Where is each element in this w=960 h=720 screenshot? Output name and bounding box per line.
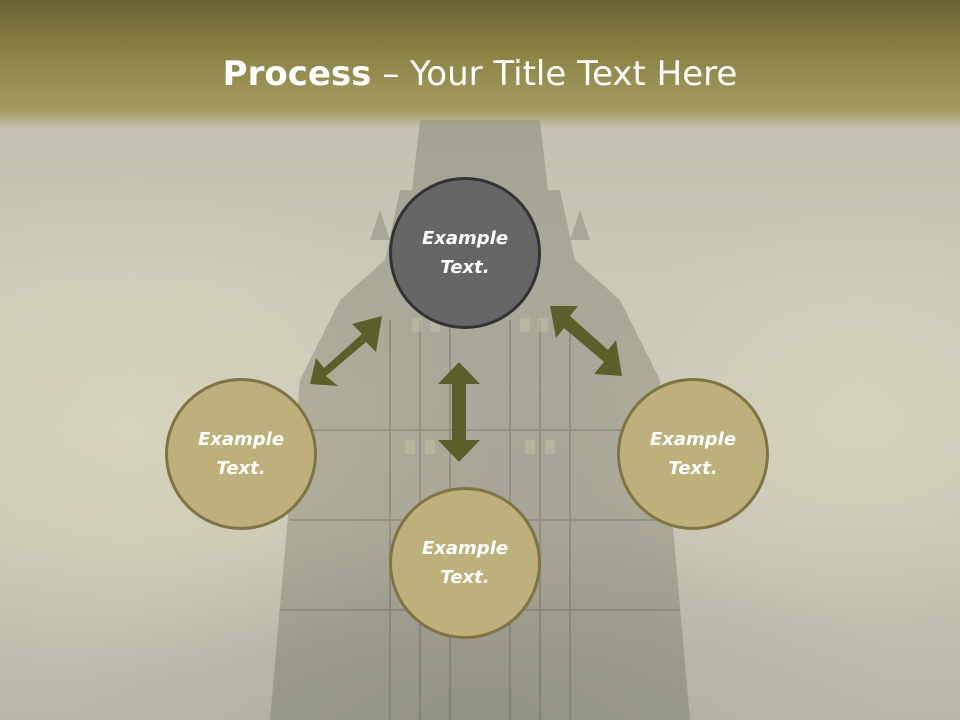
node-left-label: Example Text.	[197, 429, 285, 479]
title-bold: Process	[222, 54, 372, 94]
node-right-label: Example Text.	[649, 429, 737, 479]
header-band	[0, 0, 960, 112]
arrow-top-left	[310, 316, 382, 386]
process-node-left[interactable]: Example Text.	[165, 378, 317, 530]
node-top-label: Example Text.	[421, 228, 509, 278]
arrow-vertical	[438, 362, 480, 462]
title-separator: –	[371, 54, 411, 94]
title-rest: Your Title Text Here	[410, 54, 738, 94]
process-node-top[interactable]: Example Text.	[389, 177, 541, 329]
header-fade	[0, 112, 960, 128]
slide-title: Process – Your Title Text Here	[0, 52, 960, 96]
arrow-top-right	[550, 306, 622, 376]
node-bottom-label: Example Text.	[421, 538, 509, 588]
process-node-bottom[interactable]: Example Text.	[389, 487, 541, 639]
process-node-right[interactable]: Example Text.	[617, 378, 769, 530]
